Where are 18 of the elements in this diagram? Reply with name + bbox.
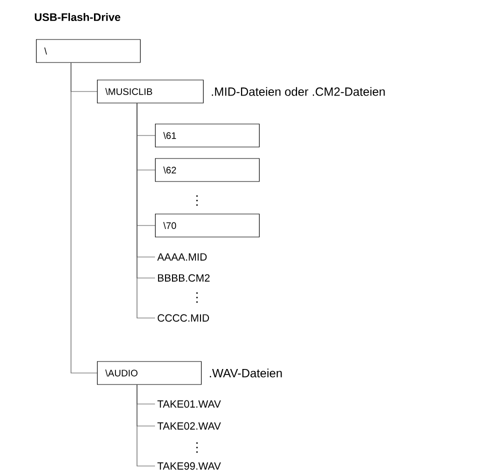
folder-box: \62: [155, 158, 260, 182]
folder-box: \: [36, 39, 141, 63]
tree-line: [70, 62, 98, 374]
folder-box: \MUSICLIB: [97, 80, 204, 104]
tree-line: [136, 384, 156, 466]
file-name: TAKE99.WAV: [157, 462, 221, 470]
file-name: TAKE02.WAV: [157, 422, 221, 430]
file-name: BBBB.CM2: [158, 274, 210, 282]
title: USB-Flash-Drive: [34, 12, 120, 22]
folder-note: .WAV-Dateien: [210, 368, 282, 378]
folder-note: .MID-Dateien oder .CM2-Dateien: [212, 87, 385, 96]
file-name: AAAA.MID: [157, 253, 207, 261]
folder-box: \61: [155, 124, 260, 148]
tree-line: [136, 103, 156, 318]
folder-box: \70: [155, 214, 260, 238]
file-name: TAKE01.WAV: [157, 400, 221, 408]
file-name: CCCC.MID: [158, 314, 209, 322]
folder-box: \AUDIO: [97, 361, 202, 385]
